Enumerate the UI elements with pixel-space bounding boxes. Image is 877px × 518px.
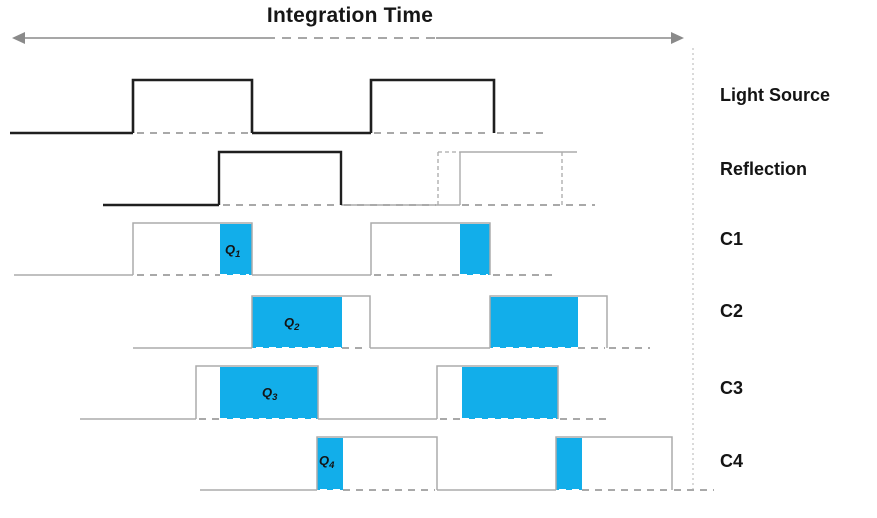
pulse [369, 78, 496, 133]
gate-c4-waveform: Q4 [200, 436, 714, 491]
pulse [217, 150, 343, 205]
pulse [436, 365, 559, 419]
row-label-c3: C3 [720, 378, 744, 398]
gate-c2-waveform: Q2 [133, 295, 650, 349]
charge-region [462, 367, 558, 419]
row-label-reflection: Reflection [720, 159, 808, 179]
integration-time-title: Integration Time [266, 4, 434, 27]
charge-region [556, 438, 582, 490]
pulse [195, 365, 319, 419]
arrow-head-left [12, 32, 25, 44]
row-label-c2: C2 [720, 301, 744, 321]
reflection-waveform [103, 150, 595, 207]
charge-region [252, 297, 342, 348]
light-source-waveform [10, 78, 548, 135]
gate-c3-waveform: Q3 [80, 365, 612, 420]
gate-c1-waveform: Q1 [14, 222, 552, 276]
arrow-head-right [671, 32, 684, 44]
pulse [555, 436, 673, 490]
integration-time-arrow [12, 32, 684, 44]
row-label-light-source: Light Source [720, 85, 831, 105]
row-label-c1: C1 [720, 229, 744, 249]
charge-region [490, 297, 578, 348]
charge-region [317, 438, 343, 490]
charge-region [220, 367, 318, 419]
row-label-c4: C4 [720, 451, 744, 471]
pulse [316, 436, 438, 490]
pulse [370, 222, 491, 275]
charge-region [220, 224, 252, 275]
charge-region [460, 224, 490, 275]
pulse [489, 295, 608, 348]
pulse [251, 295, 371, 348]
pulse [132, 222, 253, 275]
pulse [131, 78, 254, 133]
